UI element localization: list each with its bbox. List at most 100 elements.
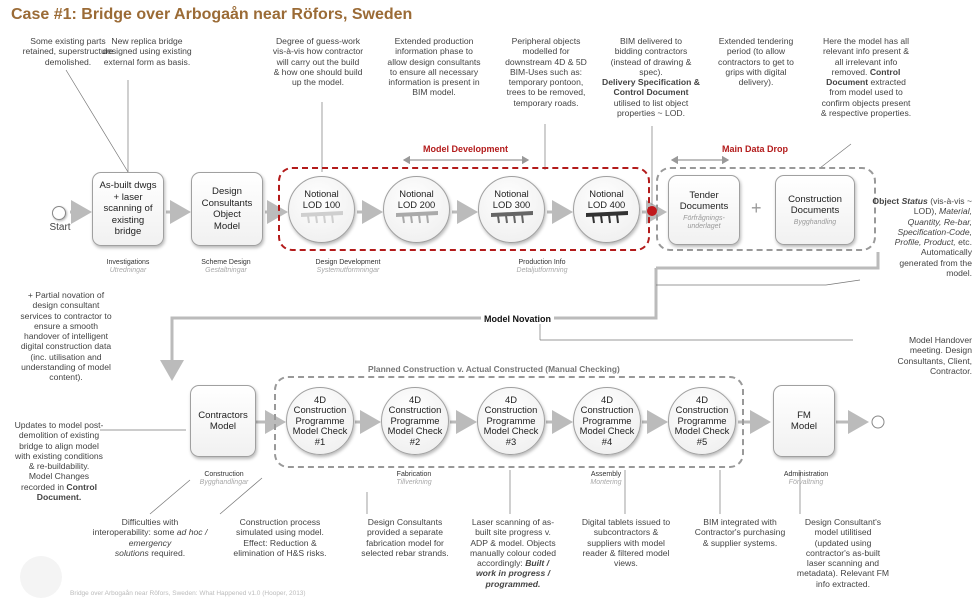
note-model-updates-a: Updates to model post- demolition of exi… — [14, 420, 104, 492]
phase-construction-sw: Bygghandlingar — [199, 479, 249, 486]
data-drop-marker — [647, 206, 657, 216]
phase-scheme-en: Scheme Design — [201, 259, 251, 266]
note-control-document: Control Document — [826, 66, 901, 88]
phase-investigations-en: Investigations — [106, 259, 150, 266]
note-model-relevant-info: Here the model has all relevant info pre… — [806, 36, 926, 118]
note-interop-a: Difficulties with interoperability: some — [92, 517, 179, 538]
note-bim-delivered: BIM delivered to bidding contractors (in… — [592, 36, 710, 118]
label-planned-vs-actual: Planned Construction v. Actual Construct… — [368, 364, 620, 374]
plus-icon: + — [751, 198, 762, 218]
note-partial-novation: + Partial novation of design consultant … — [20, 290, 112, 383]
note-interop-b: ad hoc / emergency solutions — [114, 527, 208, 558]
note-model-updates: Updates to model post- demolition of exi… — [4, 420, 114, 502]
note-replica-bridge: New replica bridge designed using existi… — [102, 36, 192, 67]
lod-200-node: Notional LOD 200 — [383, 176, 450, 243]
note-bim-delivered-c: utilised to list object properties ~ LOD… — [613, 97, 689, 119]
note-laser-a: Laser scanning of as- built site progres… — [470, 517, 556, 569]
bridge-icon — [585, 210, 628, 224]
design-consultants-model-box: Design Consultants Object Model — [191, 172, 263, 246]
construction-checking-group — [274, 376, 744, 468]
fm-model-box: FM Model — [773, 385, 835, 457]
as-built-box: As-built dwgs + laser scanning of existi… — [92, 172, 164, 246]
note-existing-parts: Some existing parts retained, superstruc… — [22, 36, 114, 67]
note-digital-tablets: Digital tablets issued to subcontractors… — [581, 517, 671, 569]
model-check-4: 4D Construction Programme Model Check #4 — [573, 387, 641, 455]
phase-construction-en: Construction — [204, 471, 244, 478]
label-model-novation: Model Novation — [481, 314, 554, 324]
phase-scheme-sw: Gestaltningar — [205, 267, 247, 274]
lod-300-text: Notional LOD 300 — [492, 188, 531, 210]
construction-docs-text: Construction Documents — [788, 193, 842, 217]
note-process-simulated: Construction process simulated using mod… — [233, 517, 327, 558]
note-model-relevant-c: extracted from model used to confirm obj… — [820, 77, 912, 119]
label-model-development: Model Development — [423, 144, 509, 154]
phase-design-dev-en: Design Development — [315, 259, 381, 266]
note-interoperability: Difficulties with interoperability: some… — [88, 517, 212, 558]
bridge-icon — [300, 210, 343, 224]
phase-fabrication-en: Fabrication — [396, 471, 432, 478]
contractors-model-box: Contractors Model — [190, 385, 256, 457]
model-check-3-text: 4D Construction Programme Model Check #3 — [483, 393, 539, 447]
note-peripheral-objects: Peripheral objects modelled for downstre… — [505, 36, 587, 108]
as-built-text: As-built dwgs + laser scanning of existi… — [99, 180, 157, 238]
model-check-2: 4D Construction Programme Model Check #2 — [381, 387, 449, 455]
note-extended-production: Extended production information phase to… — [387, 36, 481, 98]
start-node — [52, 206, 66, 220]
note-model-handover: Model Handover meeting. Design Consultan… — [897, 335, 972, 376]
construction-docs-sub: Bygghandling — [793, 218, 837, 226]
note-guess-work: Degree of guess-work vis-à-vis how contr… — [272, 36, 364, 88]
note-laser-scanning: Laser scanning of as- built site progres… — [460, 517, 566, 589]
bridge-icon — [395, 210, 438, 224]
lod-100-node: Notional LOD 100 — [288, 176, 355, 243]
phase-production-sw: Detaljutformning — [516, 267, 568, 274]
model-check-4-text: 4D Construction Programme Model Check #4 — [579, 393, 635, 447]
note-fabrication-model: Design Consultants provided a separate f… — [361, 517, 449, 558]
bridge-icon — [490, 210, 533, 224]
lod-400-node: Notional LOD 400 — [573, 176, 640, 243]
model-check-1: 4D Construction Programme Model Check #1 — [286, 387, 354, 455]
lod-100-text: Notional LOD 100 — [302, 188, 341, 210]
design-consultants-text: Design Consultants Object Model — [201, 186, 253, 232]
phase-administration-sw: Förvaltning — [788, 479, 824, 486]
phase-fabrication-sw: Tillverkning — [396, 479, 432, 486]
lod-400-text: Notional LOD 400 — [587, 188, 626, 210]
model-check-1-text: 4D Construction Programme Model Check #1 — [292, 393, 348, 447]
phase-investigations-sw: Utredningar — [109, 267, 147, 274]
note-delivery-spec: Delivery Specification & Control Documen… — [602, 77, 700, 98]
page-title: Case #1: Bridge over Arbogaån near Röfor… — [11, 6, 413, 23]
label-main-data-drop: Main Data Drop — [722, 144, 789, 154]
model-check-3: 4D Construction Programme Model Check #3 — [477, 387, 545, 455]
phase-administration-en: Administration — [783, 471, 829, 478]
phase-assembly-en: Assembly — [590, 471, 622, 478]
lod-300-node: Notional LOD 300 — [478, 176, 545, 243]
model-check-2-text: 4D Construction Programme Model Check #2 — [387, 393, 443, 447]
note-status-lod: (vis-à-vis ~ LOD), — [913, 196, 972, 217]
note-bim-integrated: BIM integrated with Contractor's purchas… — [694, 517, 786, 548]
note-auto-generated: etc. Automatically generated from the mo… — [899, 237, 972, 279]
logo-icon — [20, 556, 62, 598]
phase-assembly-sw: Montering — [590, 479, 622, 486]
contractors-model-text: Contractors Model — [198, 409, 248, 433]
model-check-5: 4D Construction Programme Model Check #5 — [668, 387, 736, 455]
phase-design-dev-sw: Systemutformningar — [316, 267, 380, 274]
footer-credit: Bridge over Arbogaån near Röfors, Sweden… — [70, 590, 306, 597]
note-object: Object — [872, 196, 900, 206]
note-interop-c: required. — [151, 547, 186, 558]
note-extended-tendering: Extended tendering period (to allow cont… — [718, 36, 794, 88]
note-object-status: Object Status (vis-à-vis ~ LOD), Materia… — [846, 196, 972, 278]
tender-text: Tender Documents — [679, 189, 729, 213]
note-control-document-2: Control Document. — [36, 481, 97, 503]
main-data-drop-group — [656, 167, 876, 251]
start-label: Start — [49, 222, 71, 233]
tender-sub: Förfrågnings- underlaget — [683, 214, 725, 230]
